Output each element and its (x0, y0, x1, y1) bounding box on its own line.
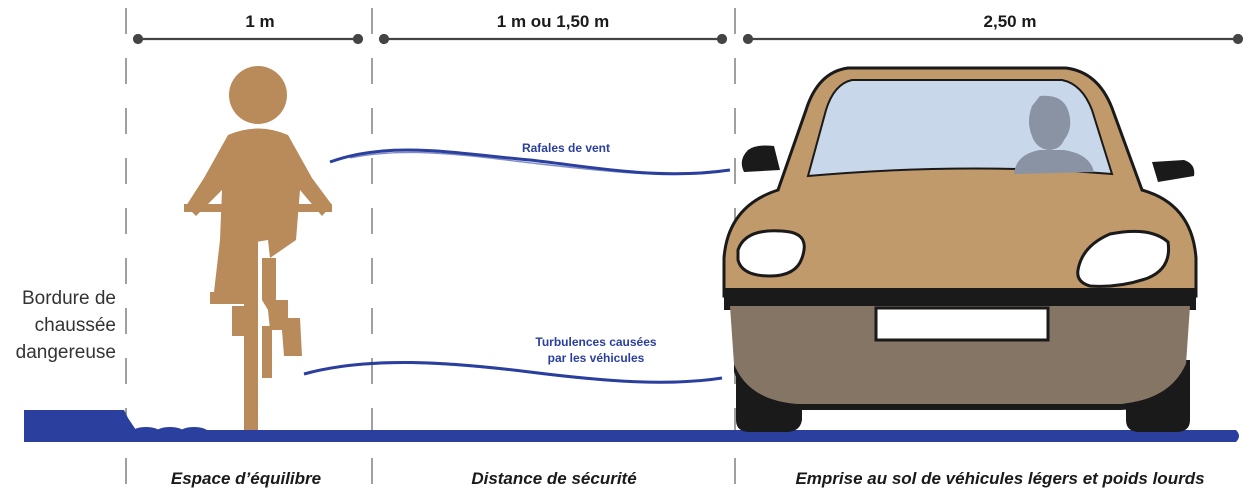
dimension-vehicle-footprint: 2,50 m (984, 12, 1037, 31)
wind-gusts-stream (329, 148, 731, 176)
dimension-safety-distance: 1 m ou 1,50 m (497, 12, 609, 31)
wind-gusts-label: Rafales de vent (522, 141, 610, 155)
zone-balance-space: Espace d’équilibre (171, 469, 321, 488)
dimension-balance-space: 1 m (245, 12, 274, 31)
zone-vehicle-footprint: Emprise au sol de véhicules légers et po… (795, 469, 1204, 488)
driver-silhouette-icon (1014, 95, 1094, 174)
edge-label-line2: chaussée (35, 315, 116, 336)
edge-label-line1: Bordure de (22, 288, 116, 309)
cyclist-icon (184, 66, 332, 430)
zone-safety-distance: Distance de sécurité (471, 469, 636, 488)
wind-stream-icon (303, 360, 723, 384)
zone-separators (125, 8, 736, 495)
road-icon (24, 410, 1239, 442)
car-front-icon (722, 66, 1198, 432)
dimension-lines (132, 33, 1244, 45)
turbulence-label-line1: Turbulences causées (535, 335, 656, 349)
edge-label-line3: dangereuse (16, 342, 116, 363)
turbulence-stream (303, 360, 723, 384)
turbulence-label-line2: par les véhicules (548, 351, 645, 365)
